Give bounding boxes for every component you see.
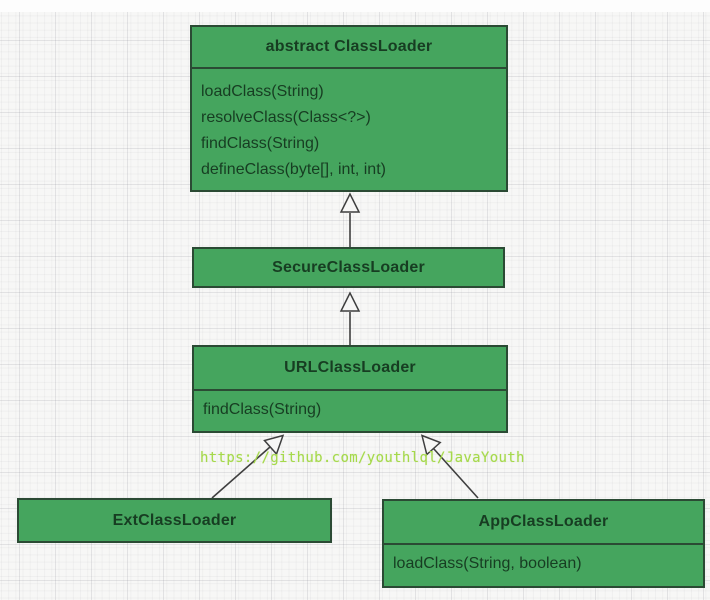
method-label: loadClass(String, boolean)	[393, 555, 582, 572]
class-box-secure-classloader: SecureClassLoader	[192, 247, 505, 288]
class-box-ext-classloader: ExtClassLoader	[17, 498, 332, 543]
method-label: findClass(String)	[203, 401, 322, 418]
watermark-url: https://github.com/youthlql/JavaYouth	[200, 450, 525, 466]
page-top-margin	[0, 0, 710, 12]
method-label: loadClass(String)	[201, 83, 324, 100]
inheritance-arrow-secure-to-abstract	[339, 192, 361, 247]
class-methods-compartment: loadClass(String) resolveClass(Class<?>)…	[192, 67, 506, 183]
method-label: findClass(String)	[201, 135, 320, 152]
inheritance-arrow-url-to-secure	[339, 291, 361, 345]
inheritance-arrow-ext-to-url	[211, 434, 285, 499]
class-title: AppClassLoader	[478, 513, 609, 530]
class-title: ExtClassLoader	[112, 511, 237, 529]
class-box-app-classloader: AppClassLoader loadClass(String, boolean…	[382, 499, 705, 588]
method-label: defineClass(byte[], int, int)	[201, 161, 386, 178]
method-label: resolveClass(Class<?>)	[201, 109, 371, 126]
class-title: URLClassLoader	[284, 359, 416, 376]
class-title: abstract ClassLoader	[265, 38, 433, 55]
class-box-abstract-classloader: abstract ClassLoader loadClass(String) r…	[190, 25, 508, 192]
class-methods-compartment: findClass(String)	[194, 389, 506, 423]
class-title: SecureClassLoader	[272, 258, 425, 276]
class-methods-compartment: loadClass(String, boolean)	[384, 543, 703, 577]
class-box-url-classloader: URLClassLoader findClass(String)	[192, 345, 508, 433]
inheritance-arrow-app-to-url	[420, 434, 479, 499]
